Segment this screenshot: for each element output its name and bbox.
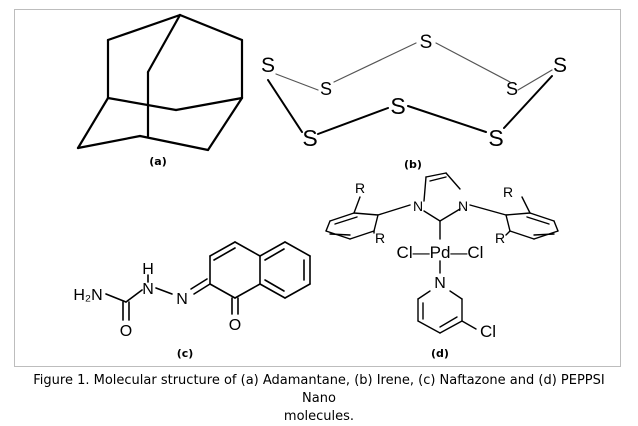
bond xyxy=(417,290,431,300)
bond xyxy=(125,289,143,303)
hydrogen-atom: H xyxy=(142,261,154,278)
chlorine-atom: Cl xyxy=(480,322,496,341)
sulfur-atom: S xyxy=(390,93,405,119)
bond xyxy=(76,96,110,150)
bond xyxy=(234,283,261,299)
r-group: R xyxy=(503,184,513,200)
sulfur-atom: S xyxy=(420,32,433,53)
bond xyxy=(193,283,211,295)
sulfur-atom: S xyxy=(553,54,567,77)
bond xyxy=(106,13,182,42)
bond xyxy=(234,241,261,257)
bond xyxy=(275,73,319,91)
bond xyxy=(146,13,182,74)
bond xyxy=(445,172,461,190)
panel-d-label: (d) xyxy=(431,347,449,360)
r-group: R xyxy=(375,230,385,246)
bond xyxy=(417,320,441,334)
bond xyxy=(509,230,535,240)
bond xyxy=(349,230,375,240)
bond xyxy=(174,96,244,112)
bond xyxy=(264,248,285,261)
bond xyxy=(317,107,389,135)
bond xyxy=(329,233,351,236)
panel-a-adamantane: (a) xyxy=(76,13,244,168)
panel-d-peppsi: R R R R N N Cl—Pd—Cl N Cl (d) xyxy=(325,172,559,360)
bond xyxy=(105,293,127,303)
bond xyxy=(209,283,236,299)
bond xyxy=(267,79,303,133)
bond xyxy=(264,279,285,292)
bond xyxy=(553,220,559,232)
bond xyxy=(503,75,553,129)
sulfur-atom: S xyxy=(488,125,503,151)
bond xyxy=(334,216,358,225)
bond xyxy=(209,241,236,257)
bond xyxy=(155,287,173,295)
bond xyxy=(505,230,511,236)
bond xyxy=(521,196,531,214)
nitrogen-atom: N xyxy=(458,198,468,214)
bond xyxy=(505,214,511,232)
bond xyxy=(333,42,417,83)
sulfur-atom: S xyxy=(320,79,332,99)
panel-c-label: (c) xyxy=(177,347,194,360)
bond xyxy=(505,212,531,216)
amine-group: H₂N xyxy=(73,287,102,304)
figure-caption: Figure 1. Molecular structure of (a) Ada… xyxy=(18,372,620,426)
pyridine-nitrogen: N xyxy=(434,275,446,292)
oxygen-atom: O xyxy=(120,323,132,340)
bond xyxy=(373,214,379,232)
bond xyxy=(423,176,427,202)
r-group: R xyxy=(355,180,365,196)
sulfur-atom: S xyxy=(302,125,317,151)
pd-complex: Cl—Pd—Cl xyxy=(397,243,484,262)
sulfur-atom: S xyxy=(261,54,275,77)
caption-line-1: Figure 1. Molecular structure of (a) Ada… xyxy=(33,373,605,406)
bond xyxy=(469,204,507,216)
bond xyxy=(284,283,311,299)
bond xyxy=(407,105,487,133)
bond xyxy=(178,13,244,42)
bond xyxy=(138,134,210,152)
bond xyxy=(259,283,286,299)
bond xyxy=(435,42,511,83)
panel-b-label: (b) xyxy=(404,158,422,171)
nitrogen-atom: N xyxy=(142,281,154,298)
sulfur-atom: S xyxy=(506,79,518,99)
bond xyxy=(529,212,555,222)
figure-frame xyxy=(14,9,621,367)
bond xyxy=(377,204,411,216)
bond xyxy=(425,172,447,178)
bond xyxy=(533,233,555,236)
panel-a-label: (a) xyxy=(149,155,166,168)
bond xyxy=(213,247,236,261)
nitrogen-atom: N xyxy=(176,291,188,308)
bond xyxy=(461,320,477,330)
bond xyxy=(526,216,550,225)
panel-b-irene: S S S S S S S S (b) xyxy=(261,32,567,171)
bond xyxy=(429,176,447,182)
bond xyxy=(517,69,553,91)
bond xyxy=(190,278,208,290)
bond xyxy=(353,196,361,214)
bond xyxy=(439,208,461,222)
bond xyxy=(329,212,355,222)
panel-c-naftazone: H₂N H N N O O (c) xyxy=(73,241,311,360)
bond xyxy=(325,220,331,232)
bond xyxy=(76,134,142,150)
bond xyxy=(206,96,244,152)
oxygen-atom: O xyxy=(229,317,241,334)
caption-line-2: molecules. xyxy=(283,409,355,424)
nitrogen-atom: N xyxy=(413,198,423,214)
bond xyxy=(449,290,463,300)
bond xyxy=(106,96,178,112)
bond xyxy=(423,210,441,222)
r-group: R xyxy=(495,230,505,246)
bond xyxy=(353,212,379,216)
bond xyxy=(259,241,286,257)
bond xyxy=(439,320,463,334)
bond xyxy=(284,241,311,257)
bond xyxy=(439,316,458,328)
